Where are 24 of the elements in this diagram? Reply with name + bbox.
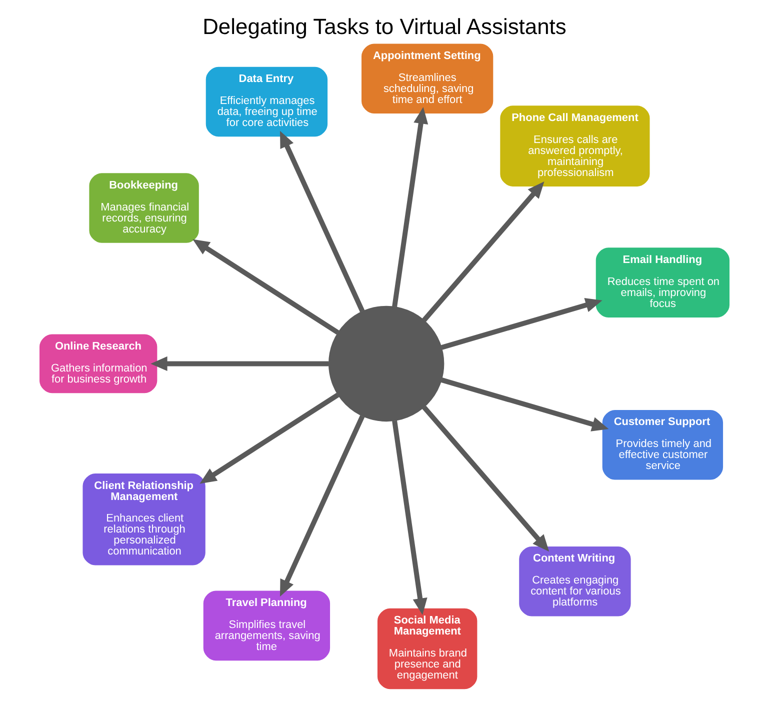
node-box: Bookkeeping Manages financial records, ensuring accuracy [88,173,198,243]
arrow [422,406,549,552]
node-box: Appointment Setting Streamlines scheduling, saving time and effort [361,44,493,114]
node-box: Customer Support Provides timely and effective customer service [602,410,723,480]
arrow [422,182,544,322]
arrow [279,130,364,312]
node-box: Email Handling Reduces time spent on emails, improving focus [595,248,729,318]
diagram-title: Delegating Tasks to Virtual Assistants [202,14,566,39]
node-circle [328,306,444,422]
arrow [440,378,608,432]
node-box: Online Research Gathers information for business growth [39,334,157,394]
node-box: Travel Planning Simplifies travel arrangements, saving time [202,590,330,661]
arrow [440,298,602,350]
arrow [199,392,339,484]
arrow [150,356,328,372]
node-box: Social Media Management Maintains brand presence and engagement [376,608,477,690]
arrow [392,106,428,308]
arrow [392,420,427,616]
node-box: Client Relationship Management Enhances client relations through personalized communication [82,474,205,566]
node-box: Data Entry Efficiently manages data, freeing up time for core activities [205,66,328,137]
arrow [192,239,339,335]
arrow [279,415,364,597]
node-box: Phone Call Management Ensures calls are answered promptly, maintaining professionalism [500,106,650,186]
node-box: Content Writing Creates engaging content for various platforms [518,546,630,616]
